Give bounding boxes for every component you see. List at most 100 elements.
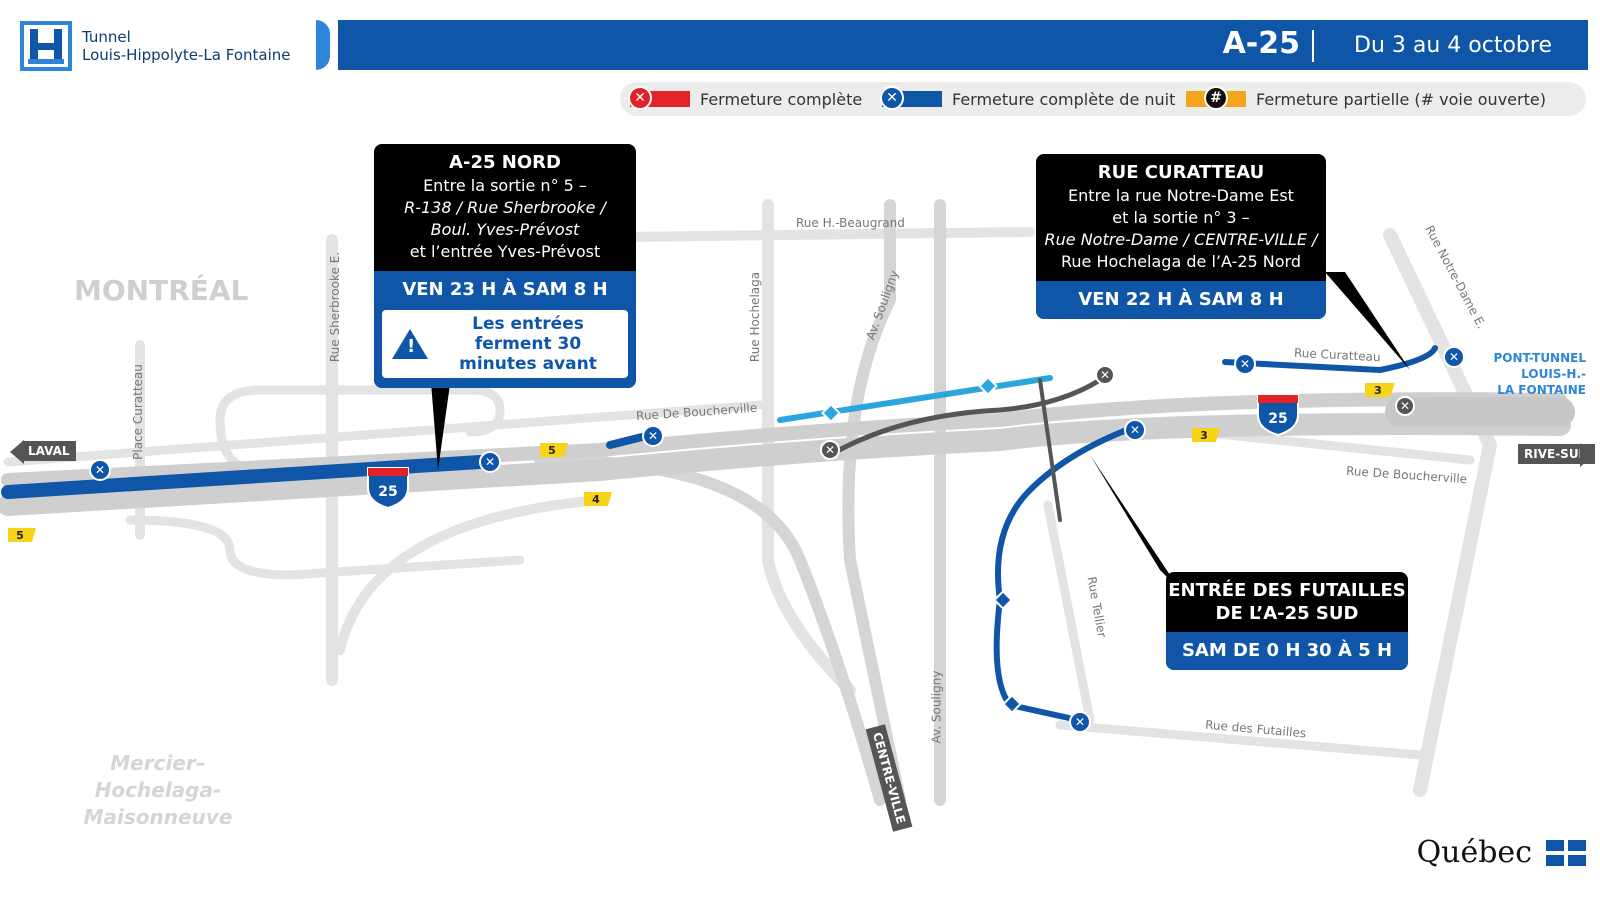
road-boucherville-left [3, 400, 765, 467]
hash-icon: # [1204, 86, 1228, 110]
night-closure-swatch: ✕ [880, 86, 942, 110]
legend-full-label: Fermeture complète [700, 89, 863, 109]
close-icon: ✕ [628, 86, 652, 110]
svg-text:3: 3 [1200, 429, 1208, 442]
full-closure-swatch: ✕ [628, 86, 690, 110]
warning-icon: ! [392, 329, 428, 359]
closure-icon-6 [1124, 419, 1146, 441]
closure-icon-5 [1443, 346, 1465, 368]
route-shield-west: 25 [367, 467, 409, 510]
svg-text:✕: ✕ [1130, 423, 1140, 437]
callout-curatteau-title: RUE CURATTEAU [1097, 162, 1265, 183]
svg-text:✕: ✕ [1449, 350, 1459, 364]
callout-pointer-curatteau [1325, 272, 1410, 370]
arrow-right-icon [1580, 443, 1594, 467]
exit-tag-5: 5 [540, 443, 568, 457]
callout-curatteau-line3: Rue Notre-Dame / CENTRE-VILLE / [1044, 230, 1318, 249]
region-mhm-line1: Mercier– [110, 751, 206, 775]
svg-text:✕: ✕ [485, 455, 495, 469]
callout-nord-line1: Entre la sortie n° 5 – [423, 176, 587, 195]
svg-text:5: 5 [548, 444, 556, 457]
closure-icon-3 [642, 425, 664, 447]
route-shield-east: 25 [1257, 394, 1299, 437]
closure-icon-1 [89, 459, 111, 481]
svg-text:3: 3 [1374, 384, 1382, 397]
callout-curatteau-line4: Rue Hochelaga de l’A-25 Nord [1060, 252, 1301, 271]
brand-line2: Louis-Hippolyte-La Fontaine [82, 46, 291, 64]
region-mhm-line3: Maisonneuve [83, 805, 233, 829]
street-beaugrand: Rue H.-Beaugrand [796, 216, 905, 230]
tunnel-logo [20, 21, 72, 71]
pont-line2: LOUIS-H.- [1521, 367, 1586, 381]
street-hochelaga: Rue Hochelaga [748, 271, 763, 363]
svg-text:✕: ✕ [1075, 715, 1085, 729]
region-montreal: MONTRÉAL [74, 274, 249, 307]
dest-rive-sud: RIVE-SUD [1518, 444, 1595, 464]
road-beaugrand [615, 227, 1035, 242]
dest-laval: LAVAL [22, 441, 76, 461]
road-notredame [1383, 228, 1497, 797]
loop-southwest [125, 515, 525, 580]
diamond-icon-1 [821, 403, 841, 423]
pont-line1: PONT-TUNNEL [1493, 351, 1586, 365]
closure-icon-gray-3 [1395, 396, 1415, 416]
a25-main-north [1, 392, 1567, 487]
legend-night-closure: ✕ Fermeture complète de nuit [880, 82, 1176, 116]
street-souligny-bottom: Av. Souligny [929, 670, 944, 744]
partial-closure-swatch: # [1186, 86, 1246, 110]
callout-nord-title: A-25 NORD [449, 152, 561, 173]
diamond-icon-4 [1002, 694, 1022, 714]
street-place-curatteau: Place Curatteau [130, 364, 145, 460]
svg-text:25: 25 [378, 484, 397, 500]
exit-tag-3-left: 3 [1192, 428, 1220, 442]
callout-nord-warning-text: Les entrées ferment 30 minutes avant [459, 314, 597, 374]
loop-west [215, 385, 505, 475]
brand-line1: Tunnel [82, 28, 131, 46]
banner-separator [1312, 30, 1314, 62]
route-title: A-25 [1222, 26, 1300, 61]
svg-text:5: 5 [16, 529, 24, 542]
callout-nord-line2: R-138 / Rue Sherbrooke / [404, 198, 606, 217]
exit-tag-4: 4 [584, 492, 612, 506]
callout-pointer-nord [430, 370, 452, 470]
road-hochelaga [762, 199, 856, 696]
callout-futailles-time: SAM DE 0 H 30 À 5 H [1166, 632, 1408, 670]
ramp-dark [827, 377, 1103, 458]
callout-nord-footer: VEN 23 H À SAM 8 H ! Les entrées ferment… [374, 271, 636, 388]
svg-text:✕: ✕ [1240, 357, 1250, 371]
callout-curatteau: RUE CURATTEAU Entre la rue Notre-Dame Es… [1036, 154, 1326, 319]
svg-text:✕: ✕ [1100, 368, 1110, 382]
closure-icon-gray-1 [820, 440, 840, 460]
closure-icon-4 [1234, 353, 1256, 375]
souligny [842, 199, 906, 806]
brand-name: Tunnel Louis-Hippolyte-La Fontaine [82, 28, 290, 64]
close-icon: ✕ [880, 86, 904, 110]
callout-nord-line4: et l’entrée Yves-Prévost [409, 242, 601, 261]
street-sherbrooke: Rue Sherbrooke E. [328, 251, 343, 363]
legend-night-label: Fermeture complète de nuit [952, 89, 1176, 109]
svg-text:4: 4 [592, 493, 600, 506]
quebec-logo-text: Québec [1416, 835, 1532, 870]
closure-icon-2 [479, 451, 501, 473]
region-mhm: Mercier– Hochelaga- Maisonneuve [78, 750, 238, 831]
callout-nord-line3: Boul. Yves-Prévost [430, 220, 580, 239]
diamond-icon-2 [978, 376, 998, 396]
callout-nord-time: VEN 23 H À SAM 8 H [374, 271, 636, 304]
quebec-flag-icon [1546, 840, 1586, 866]
a25-main-south [0, 413, 1571, 516]
dest-pont-tunnel: PONT-TUNNEL LOUIS-H.- LA FONTAINE [1490, 350, 1586, 398]
svg-text:✕: ✕ [95, 463, 105, 477]
ramp-centreville [534, 454, 886, 806]
road-futailles [1055, 720, 1425, 760]
callout-curatteau-time: VEN 22 H À SAM 8 H [1036, 281, 1326, 319]
exit-tag-3-right: 3 [1365, 383, 1395, 397]
closure-icon-7 [1069, 711, 1091, 733]
closure-ramp-3 [993, 422, 1143, 723]
svg-text:✕: ✕ [1400, 399, 1410, 413]
callout-curatteau-body: Entre la rue Notre-Dame Est et la sortie… [1036, 183, 1326, 281]
pont-line3: LA FONTAINE [1497, 383, 1586, 397]
callout-curatteau-line1: Entre la rue Notre-Dame Est [1068, 186, 1294, 205]
callout-a25-nord: A-25 NORD Entre la sortie n° 5 – R-138 /… [374, 144, 636, 388]
legend-partial-label: Fermeture partielle (# voie ouverte) [1256, 89, 1546, 109]
callout-nord-body: Entre la sortie n° 5 – R-138 / Rue Sherb… [374, 173, 636, 271]
